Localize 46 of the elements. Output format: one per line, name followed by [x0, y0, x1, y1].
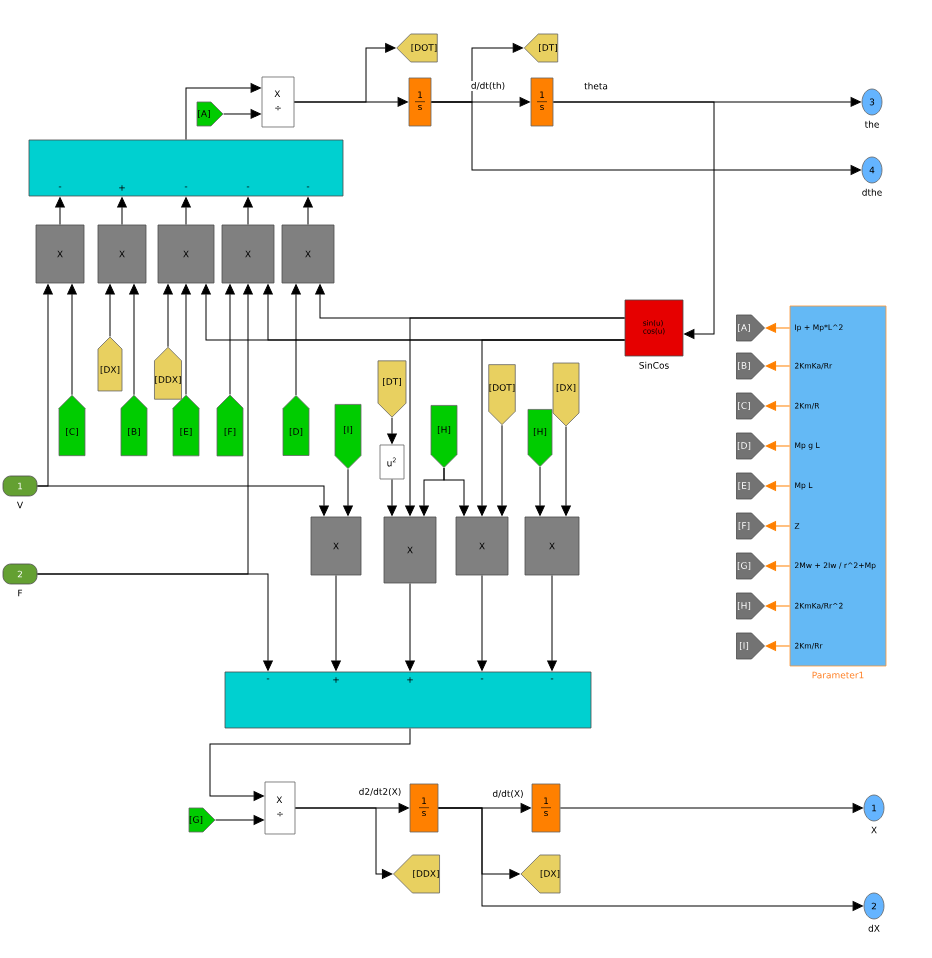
arrow — [36, 573, 273, 671]
arrow — [405, 582, 415, 671]
arrow — [181, 197, 191, 226]
arrow — [181, 284, 191, 396]
arrow — [185, 83, 261, 141]
arrow — [223, 109, 261, 119]
arrow — [55, 197, 65, 226]
arrow — [117, 197, 127, 226]
arrow — [535, 466, 545, 516]
arrow — [291, 284, 301, 396]
arrow — [497, 424, 507, 516]
arrow — [559, 803, 863, 813]
arrow — [765, 481, 791, 491]
arrow — [293, 43, 396, 103]
arrow — [765, 441, 791, 451]
arrow — [765, 561, 791, 571]
arrow — [163, 284, 173, 348]
arrow — [552, 101, 715, 339]
arrow — [477, 339, 626, 516]
arrow — [561, 426, 571, 516]
arrow — [105, 284, 115, 337]
arrow — [765, 641, 791, 651]
arrow — [67, 284, 77, 396]
arrow — [129, 284, 139, 396]
arrow — [430, 101, 861, 175]
arrow — [443, 467, 469, 516]
arrow — [225, 284, 235, 395]
arrow — [343, 468, 353, 516]
arrow — [215, 815, 264, 825]
arrow — [387, 478, 397, 516]
arrow — [547, 574, 557, 671]
arrow — [765, 521, 791, 531]
arrow — [36, 485, 329, 516]
arrow — [477, 574, 487, 671]
arrow — [303, 197, 313, 226]
arrow — [331, 574, 341, 671]
arrow — [294, 807, 393, 879]
arrow — [765, 401, 791, 411]
arrow — [243, 197, 253, 226]
arrow — [387, 417, 397, 444]
arrow — [405, 317, 626, 516]
arrow — [209, 727, 411, 801]
arrow — [765, 601, 791, 611]
arrow — [765, 361, 791, 371]
arrow — [765, 323, 791, 333]
arrow — [437, 807, 863, 911]
